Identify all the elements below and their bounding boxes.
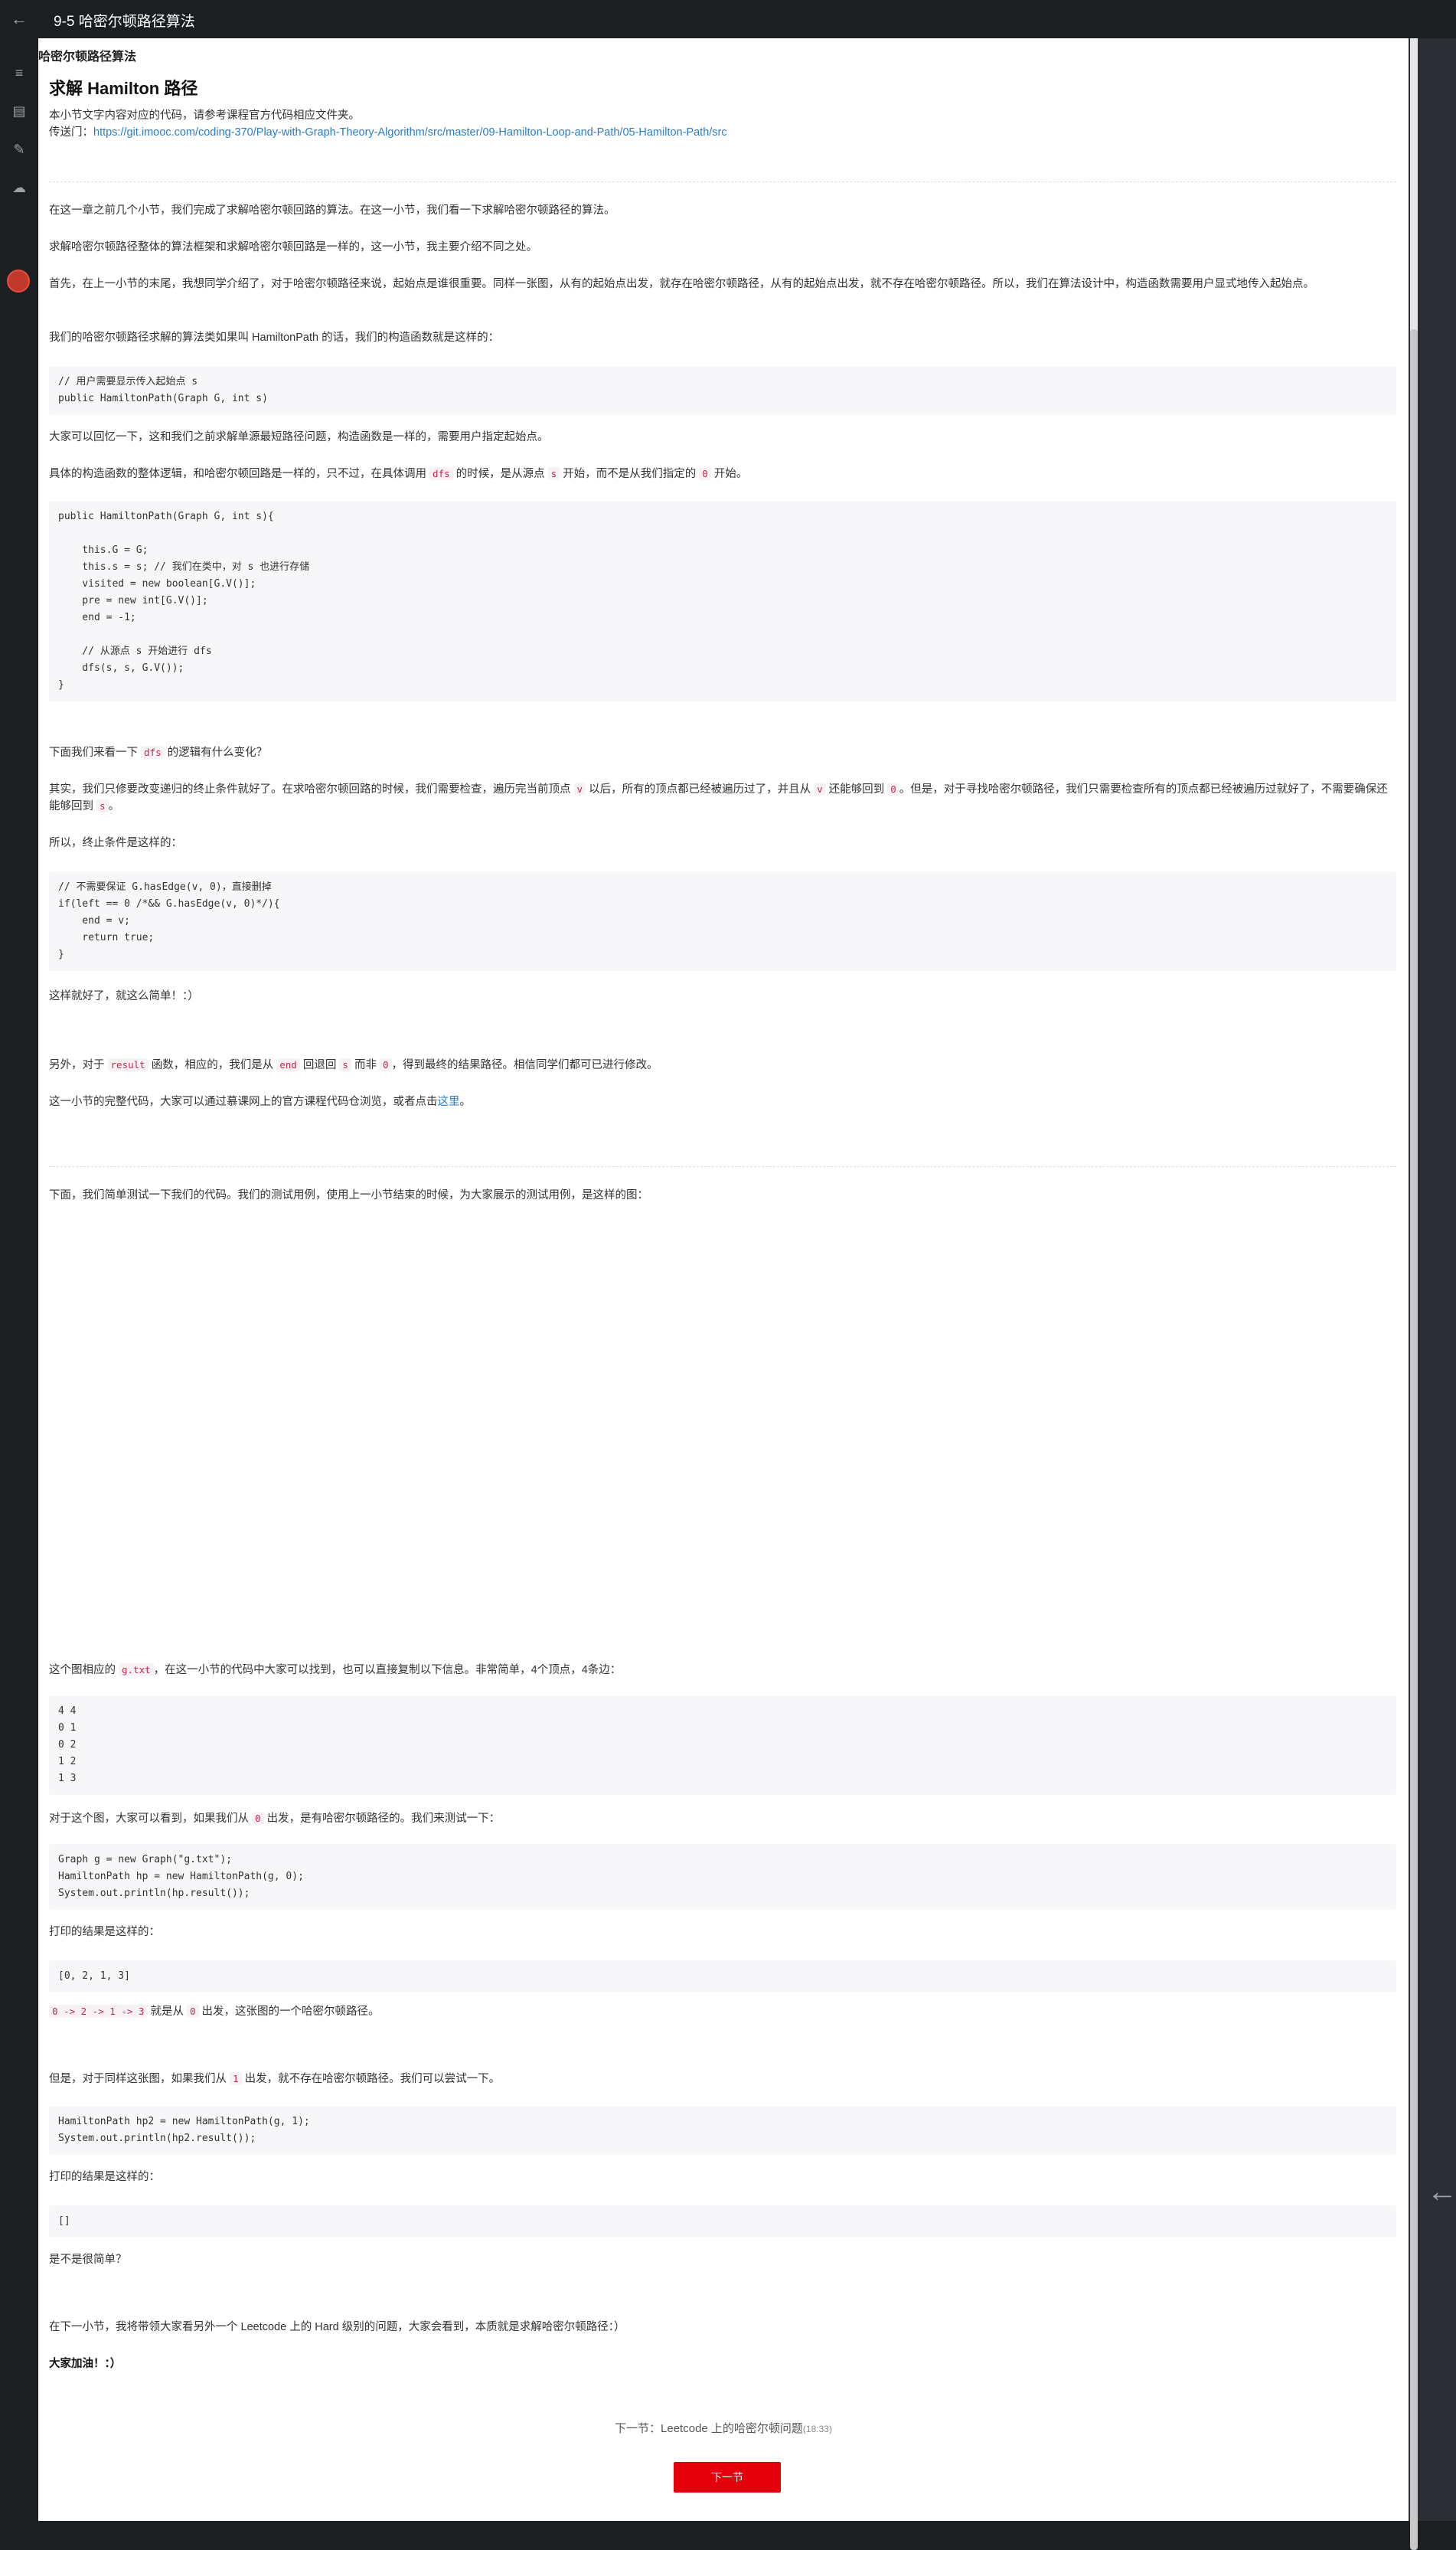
pencil-icon[interactable]: ✎ — [13, 142, 25, 157]
code-block-5: Graph g = new Graph("g.txt"); HamiltonPa… — [49, 1844, 1396, 1910]
code-here-link[interactable]: 这里 — [437, 1096, 460, 1108]
code-block-1: // 用户需要显示传入起始点 s public HamiltonPath(Gra… — [49, 366, 1396, 415]
top-bar: ← 9-5 哈密尔顿路径算法 — [0, 0, 1456, 38]
para-3: 首先，在上一小节的末尾，我想同学介绍了，对于哈密尔顿路径来说，起始点是谁很重要。… — [49, 278, 1314, 290]
para-4: 我们的哈密尔顿路径求解的算法类如果叫 HamiltonPath 的话，我们的构造… — [49, 332, 500, 344]
back-arrow-icon[interactable]: ← — [11, 9, 28, 28]
para-13: 下面，我们简单测试一下我们的代码。我们的测试用例，使用上一小节结束的时候，为大家… — [49, 1189, 648, 1201]
code-block-3: // 不需要保证 G.hasEdge(v, 0)，直接删掉 if(left ==… — [49, 871, 1396, 971]
divider — [49, 181, 1396, 182]
para-17: 0 -> 2 -> 1 -> 3 就是从 0 出发，这张图的一个哈密尔顿路径。 — [49, 2003, 1396, 2020]
code-block-8: [] — [49, 2205, 1396, 2238]
graph-figure: 0321 — [38, 38, 1409, 989]
article-header: 求解 Hamilton 路径 本小节文字内容对应的代码，请参考课程官方代码相应文… — [49, 75, 1396, 141]
intro-link-line: 传送门：https://git.imooc.com/coding-370/Pla… — [49, 126, 727, 139]
menu-icon[interactable]: ≡ — [15, 65, 24, 80]
para-21: 在下一小节，我将带领大家看另外一个 Leetcode 上的 Hard 级别的问题… — [49, 2321, 625, 2333]
code-block-6: [0, 2, 1, 3] — [49, 1960, 1396, 1993]
sub-header: 哈密尔顿路径算法 — [38, 51, 137, 64]
para-2: 求解哈密尔顿路径整体的算法框架和求解哈密尔顿回路是一样的，这一小节，我主要介绍不… — [49, 241, 537, 253]
para-1: 在这一章之前几个小节，我们完成了求解哈密尔顿回路的算法。在这一小节，我们看一下求… — [49, 204, 615, 217]
next-section-title[interactable]: 下一节：Leetcode 上的哈密尔顿问题(18:33) — [615, 2422, 832, 2435]
collapse-arrow-icon[interactable]: ← — [1427, 2175, 1456, 2208]
para-19: 打印的结果是这样的： — [49, 2171, 160, 2183]
para-14: 这个图相应的 g.txt，在这一小节的代码中大家可以找到，也可以直接复制以下信息… — [49, 1663, 622, 1676]
scrollbar-thumb[interactable] — [1410, 329, 1418, 2550]
para-15: 对于这个图，大家可以看到，如果我们从 0 出发，是有哈密尔顿路径的。我们来测试一… — [49, 1812, 501, 1825]
para-5: 大家可以回忆一下，这和我们之前求解单源最短路径问题，构造函数是一样的，需要用户指… — [49, 431, 549, 443]
para-7: 下面我们来看一下 dfs 的逻辑有什么变化？ — [49, 746, 268, 759]
cloud-icon[interactable]: ☁ — [12, 180, 26, 195]
avatar[interactable] — [7, 270, 30, 293]
divider — [49, 1166, 1396, 1167]
para-8: 其实，我们只修要改变递归的终止条件就好了。在求哈密尔顿回路的时候，我们需要检查，… — [49, 783, 1388, 812]
article-heading: 求解 Hamilton 路径 — [49, 79, 198, 98]
para-10: 这样就好了，就这么简单！：） — [49, 990, 199, 1002]
code-block-4: 4 4 0 1 0 2 1 2 1 3 — [49, 1695, 1396, 1795]
left-rail: ≡ ▤ ✎ ☁ — [0, 38, 38, 2521]
para-20: 是不是很简单？ — [49, 2254, 127, 2266]
para-12: 这一小节的完整代码，大家可以通过慕课网上的官方课程代码仓浏览，或者点击这里。 — [49, 1096, 471, 1108]
source-link[interactable]: https://git.imooc.com/coding-370/Play-wi… — [93, 126, 727, 139]
article-content: 哈密尔顿路径算法 求解 Hamilton 路径 本小节文字内容对应的代码，请参考… — [38, 38, 1409, 2521]
para-9: 所以，终止条件是这样的： — [49, 837, 182, 849]
right-rail: ← — [1409, 38, 1456, 2550]
para-16: 打印的结果是这样的： — [49, 1926, 160, 1938]
para-18: 但是，对于同样这张图，如果我们从 1 出发，就不存在哈密尔顿路径。我们可以尝试一… — [49, 2072, 501, 2085]
window-title: 9-5 哈密尔顿路径算法 — [54, 14, 195, 30]
code-block-7: HamiltonPath hp2 = new HamiltonPath(g, 1… — [49, 2106, 1396, 2155]
code-block-2: public HamiltonPath(Graph G, int s){ thi… — [49, 501, 1396, 701]
next-section-button[interactable]: 下一节 — [674, 2462, 781, 2493]
notes-icon[interactable]: ▤ — [12, 103, 26, 119]
para-22: 大家加油！：） — [49, 2358, 122, 2370]
para-6: 具体的构造函数的整体逻辑，和哈密尔顿回路是一样的，只不过，在具体调用 dfs 的… — [49, 467, 748, 480]
para-11: 另外，对于 result 函数，相应的，我们是从 end 回退回 s 而非 0，… — [49, 1058, 658, 1071]
intro-text: 本小节文字内容对应的代码，请参考课程官方代码相应文件夹。 — [49, 110, 360, 122]
